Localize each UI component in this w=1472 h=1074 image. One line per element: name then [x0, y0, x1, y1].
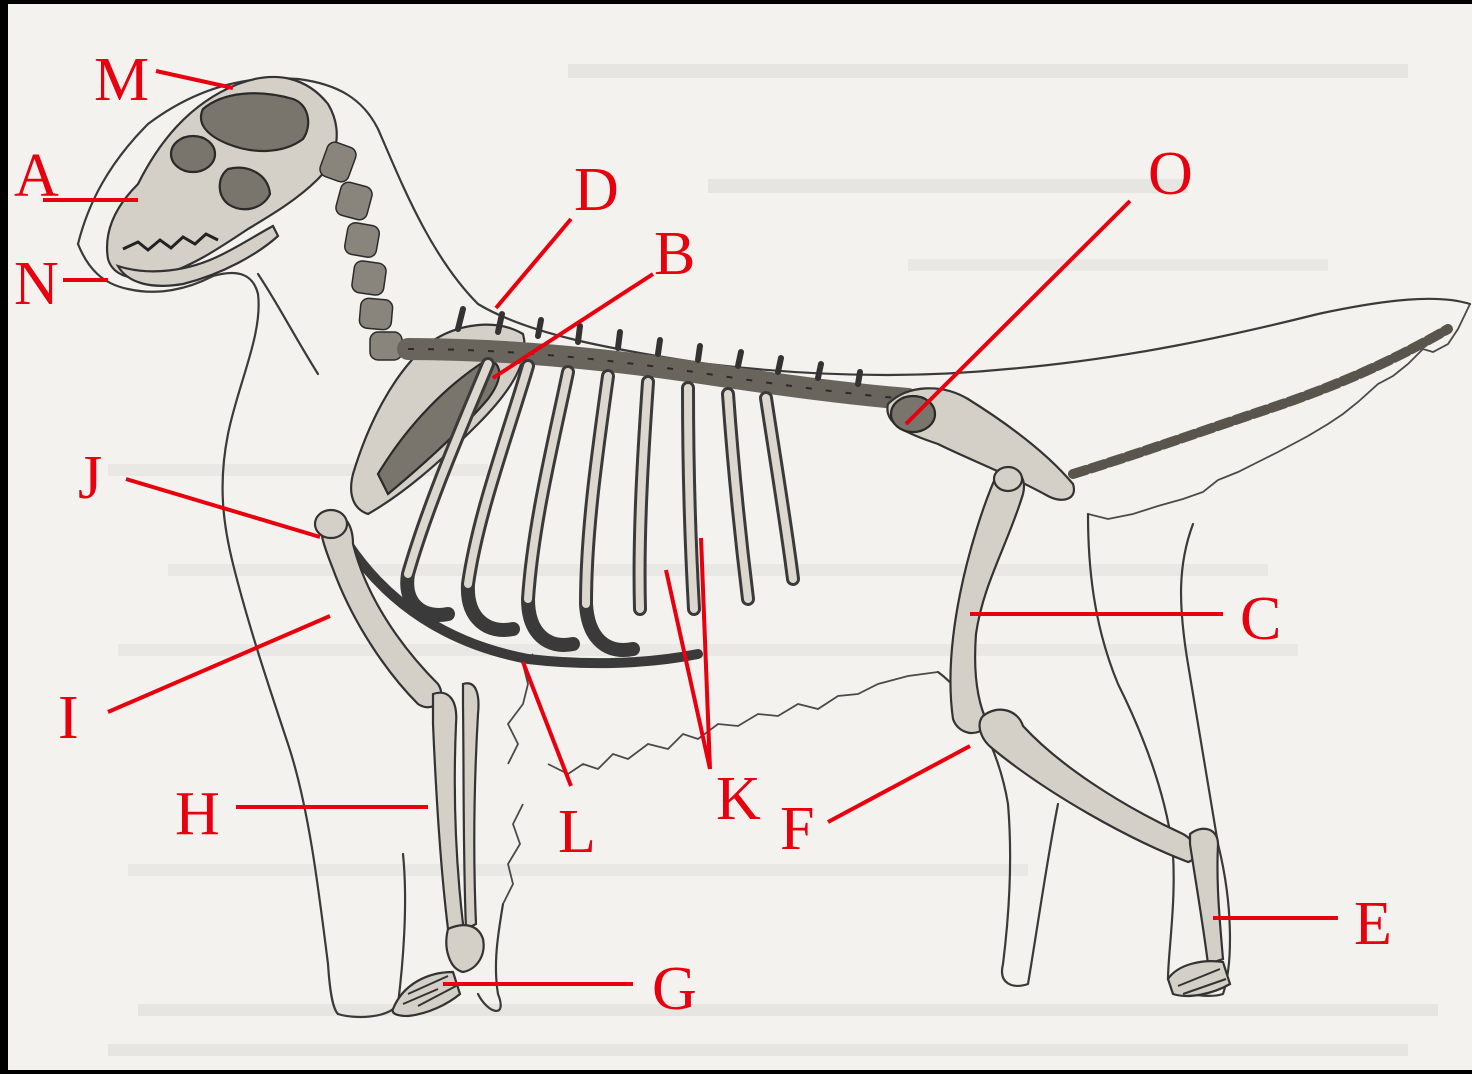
label-B: B [654, 220, 695, 288]
label-H: H [175, 780, 220, 848]
label-L: L [558, 798, 596, 866]
label-N: N [14, 250, 59, 318]
label-O: O [1148, 140, 1193, 208]
leader-line-I [108, 616, 330, 712]
dog-body-outline [78, 78, 1470, 1017]
label-D: D [574, 156, 619, 224]
cervical-vertebrae [318, 140, 402, 360]
label-F: F [780, 795, 814, 863]
label-G: G [652, 955, 697, 1023]
label-M: M [94, 46, 149, 114]
leader-line-O [906, 201, 1130, 424]
leader-line-M [156, 71, 233, 88]
leader-line-F [828, 746, 970, 822]
pelvis [887, 388, 1074, 499]
hind-limb [950, 467, 1230, 996]
label-C: C [1240, 585, 1281, 653]
tail-vertebrae [1073, 329, 1448, 474]
label-K: K [716, 765, 761, 833]
front-limb [315, 510, 484, 1016]
label-J: J [78, 444, 102, 512]
label-I: I [58, 684, 79, 752]
leader-line-D [496, 219, 571, 308]
leader-line-L [523, 662, 571, 786]
label-A: A [14, 142, 59, 210]
label-E: E [1354, 890, 1392, 958]
background-bleed-through [108, 64, 1438, 1056]
skeleton-diagram: M A N D B O J C I K H L F E G [8, 4, 1472, 1070]
